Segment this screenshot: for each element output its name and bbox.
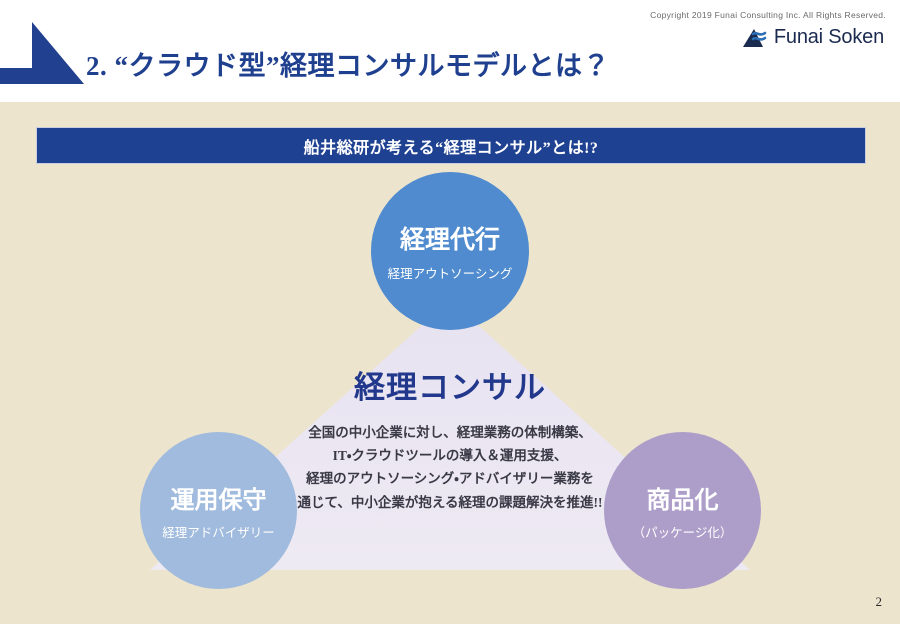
- center-content: 経理コンサル 全国の中小企業に対し、経理業務の体制構築、 IT・クラウドツールの…: [250, 362, 650, 514]
- copyright-notice: Copyright 2019 Funai Consulting Inc. All…: [650, 10, 886, 20]
- circle-title: 運用保守: [170, 488, 267, 514]
- circle-subtitle: 経理アドバイザリー: [162, 526, 275, 540]
- funai-soken-logo: Funai Soken: [742, 26, 884, 49]
- funai-wave-mark-icon: [742, 28, 767, 47]
- blue-triangle-decoration-icon: [0, 22, 84, 84]
- header-band: 2. “クラウド型”経理コンサルモデルとは？ Copyright 2019 Fu…: [0, 0, 900, 102]
- circle-node-accounting-agency[interactable]: 経理代行 経理アウトソーシング: [371, 172, 529, 330]
- section-banner-label: 船井総研が考える“経理コンサル”とは!?: [303, 139, 599, 157]
- center-description-line: 通じて、中小企業が抱える経理の課題解決を推進!!: [297, 494, 603, 510]
- logo-wordmark: Funai Soken: [773, 26, 884, 48]
- page-number: 2: [875, 594, 883, 609]
- circle-node-productization[interactable]: 商品化 （パッケージ化）: [604, 432, 761, 589]
- center-description-line: 経理のアウトソーシング・アドバイザリー業務を: [306, 471, 594, 487]
- circle-subtitle: 経理アウトソーシング: [387, 267, 513, 281]
- page-title: 2. “クラウド型”経理コンサルモデルとは？: [86, 51, 610, 81]
- center-description-line: IT・クラウドツールの導入＆運用支援、: [332, 448, 568, 464]
- center-highlight-triangle: [150, 300, 750, 570]
- circle-title: 経理代行: [399, 227, 500, 254]
- circle-subtitle: （パッケージ化）: [632, 526, 733, 540]
- center-description: 全国の中小企業に対し、経理業務の体制構築、 IT・クラウドツールの導入＆運用支援…: [250, 421, 650, 514]
- center-description-line: 全国の中小企業に対し、経理業務の体制構築、: [308, 425, 592, 440]
- circle-title: 商品化: [646, 488, 719, 514]
- center-heading: 経理コンサル: [354, 370, 546, 405]
- circle-node-operation-maintenance[interactable]: 運用保守 経理アドバイザリー: [140, 432, 297, 589]
- section-banner: 船井総研が考える“経理コンサル”とは!?: [36, 127, 866, 164]
